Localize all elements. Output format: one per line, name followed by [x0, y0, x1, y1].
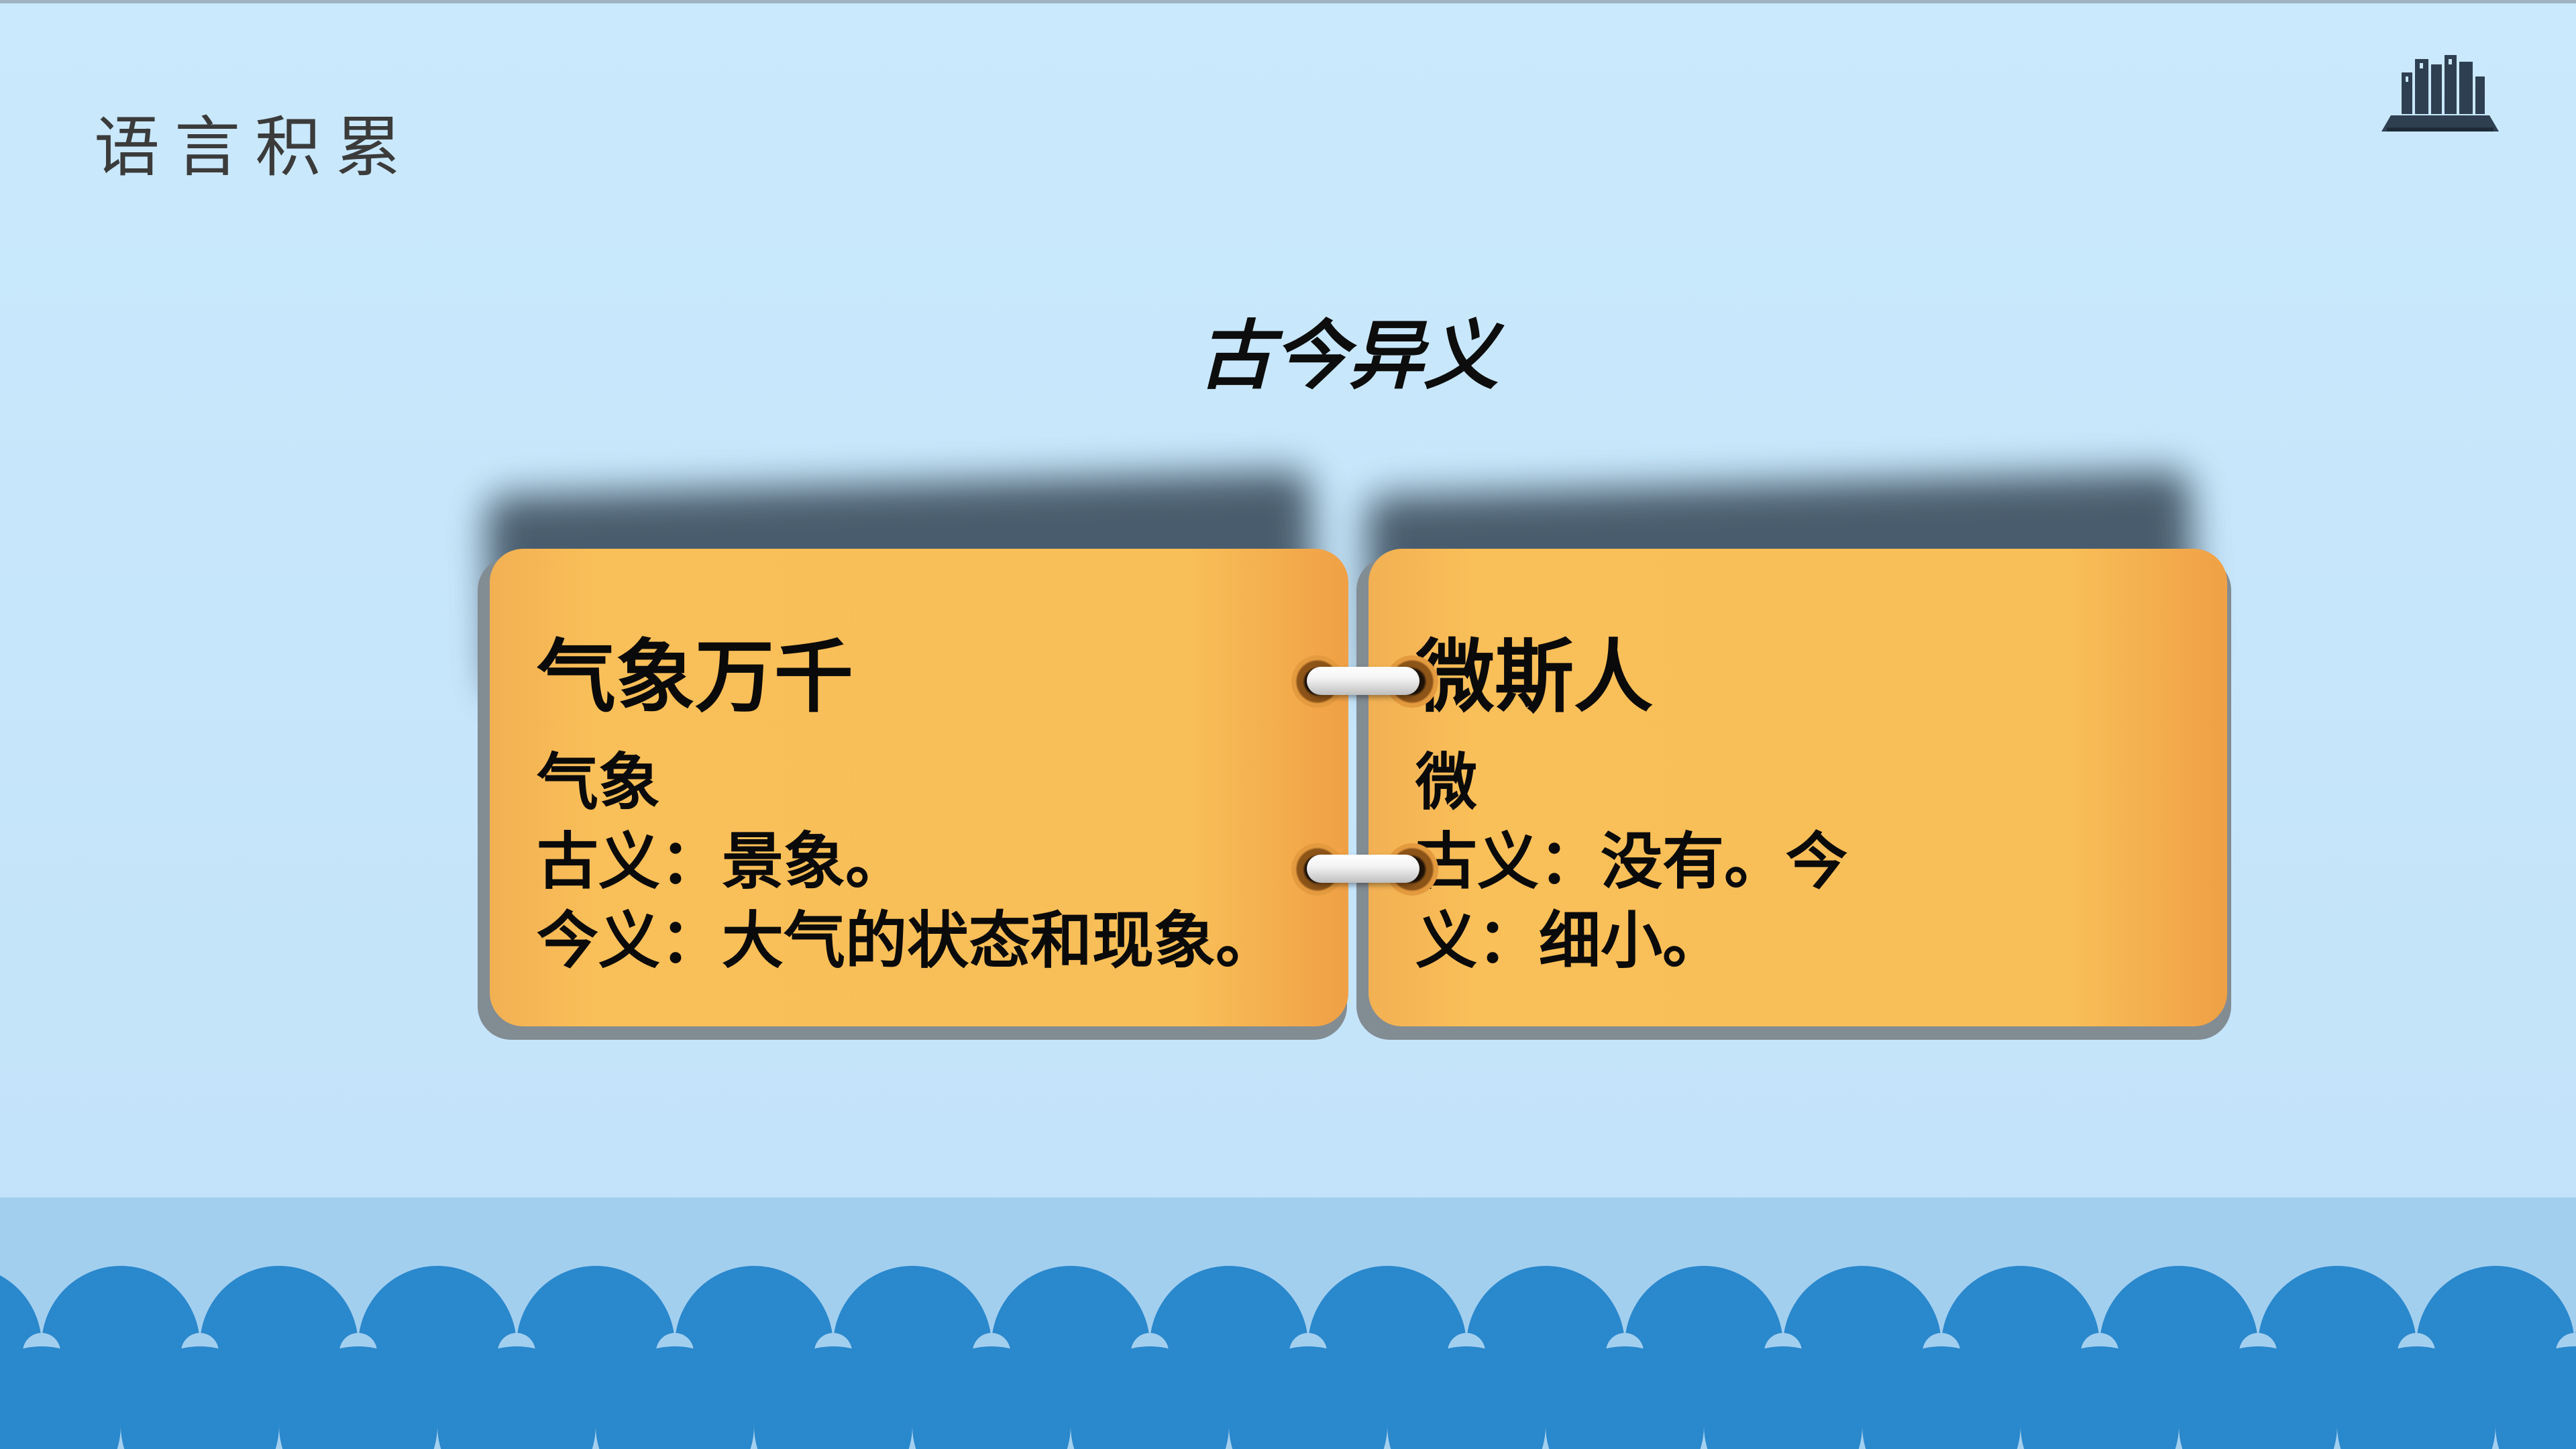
card-title: 微斯人: [1415, 631, 1654, 723]
binder-ring: [1307, 667, 1419, 695]
card-right: 微斯人 微 古义：没有。今义：细小。: [1368, 549, 2227, 1026]
card-body: 微 古义：没有。今义：细小。: [1415, 743, 1925, 981]
card-line: 微: [1415, 747, 1478, 818]
wave-decoration: [0, 1197, 2576, 1449]
card-line: 古义：没有。今义：细小。: [1415, 826, 1848, 977]
card-title: 气象万千: [537, 631, 854, 723]
card-line: 今义：大气的状态和现象。: [537, 905, 1278, 977]
books-icon: [2381, 55, 2499, 131]
card-body: 气象 古义：景象。 今义：大气的状态和现象。: [537, 743, 1342, 981]
card-left: 气象万千 气象 古义：景象。 今义：大气的状态和现象。: [490, 549, 1348, 1026]
card-line: 古义：景象。: [537, 826, 908, 898]
top-border: [0, 0, 2576, 3]
section-title: 语言积累: [94, 109, 417, 186]
slide-heading: 古今异义: [1198, 313, 1499, 400]
card-line: 气象: [537, 747, 661, 818]
binder-ring: [1307, 855, 1419, 883]
